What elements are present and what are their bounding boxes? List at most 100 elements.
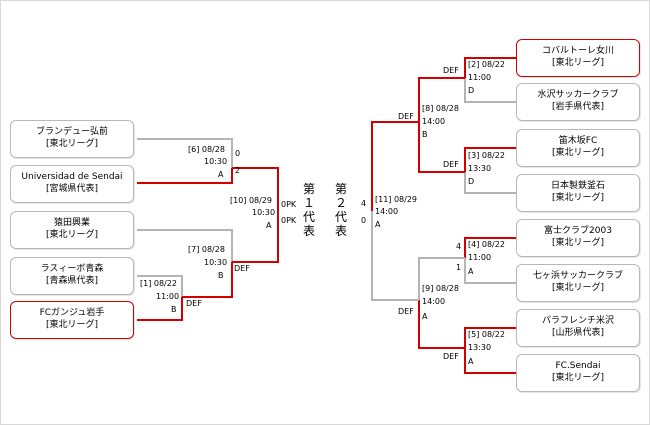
team-name: FCガンジュ岩手 <box>39 308 105 318</box>
match-9-time: 14:00 <box>422 297 446 306</box>
match-1-court: B <box>171 305 177 314</box>
team-right-2: 水沢サッカークラブ [岩手県代表] <box>516 83 640 121</box>
match-10-court: A <box>266 221 272 230</box>
line-m3-bottom <box>464 172 516 194</box>
team-right-3: 笛木坂FC [東北リーグ] <box>516 129 640 167</box>
match-5-court: A <box>468 357 474 366</box>
match-6-time: 10:30 <box>204 157 228 166</box>
line-m5-bottom <box>464 348 516 374</box>
match-6-score-top: 0 <box>235 149 241 158</box>
line-m2-top <box>464 57 516 78</box>
line-m8-bottom <box>418 122 465 173</box>
team-name: 七ヶ浜サッカークラブ <box>532 271 623 281</box>
match-7-info: [7] 08/28 <box>188 245 225 254</box>
match-11-info: [11] 08/29 <box>375 195 418 204</box>
team-name: ラスィーボ青森 <box>40 264 104 274</box>
team-league: [東北リーグ] <box>45 320 99 330</box>
match-9-info: [9] 08/28 <box>422 284 459 293</box>
team-left-2: Universidad de Sendai [宮城県代表] <box>10 165 134 203</box>
line-m9-bottom <box>418 300 465 349</box>
match-10-score-bottom: 0PK <box>281 216 297 225</box>
team-league: [山形県代表] <box>551 328 605 338</box>
match-10-info: [10] 08/29 <box>230 196 273 205</box>
line-m1-bottom <box>137 297 183 321</box>
match-8-court: B <box>422 130 428 139</box>
line-m1-top <box>137 275 183 297</box>
match-5-info: [5] 08/22 <box>468 330 505 339</box>
line-m7-bottom <box>182 262 233 298</box>
match-1-time: 11:00 <box>156 292 180 301</box>
team-name: コバルトーレ女川 <box>541 46 614 56</box>
line-m11-top <box>371 121 419 211</box>
line-m10-bottom <box>232 215 279 263</box>
team-league: [東北リーグ] <box>551 238 605 248</box>
match-7-court: B <box>218 271 224 280</box>
team-left-1: ブランデュー弘前 [東北リーグ] <box>10 120 134 158</box>
team-name: 笛木坂FC <box>558 136 598 146</box>
match-2-time: 11:00 <box>468 73 492 82</box>
match-9-note: DEF <box>398 307 414 316</box>
match-3-note: DEF <box>443 160 459 169</box>
match-11-score-top: 4 <box>361 199 367 208</box>
line-m4-bottom <box>464 258 516 284</box>
match-8-note: DEF <box>398 112 414 121</box>
team-league: [岩手県代表] <box>551 102 605 112</box>
team-left-4: ラスィーボ青森 [青森県代表] <box>10 257 134 295</box>
team-right-1: コバルトーレ女川 [東北リーグ] <box>516 39 640 77</box>
team-league: [宮城県代表] <box>45 184 99 194</box>
team-left-3: 猿田興業 [東北リーグ] <box>10 211 134 249</box>
line-m6-top <box>137 138 233 168</box>
match-2-info: [2] 08/22 <box>468 60 505 69</box>
team-name: FC.Sendai <box>555 361 601 371</box>
team-name: 富士クラブ2003 <box>544 226 612 236</box>
line-m2-bottom <box>464 78 516 103</box>
match-9-court: A <box>422 312 428 321</box>
match-7-time: 10:30 <box>204 258 228 267</box>
match-3-info: [3] 08/22 <box>468 151 505 160</box>
match-8-info: [8] 08/28 <box>422 104 459 113</box>
line-m6-bottom <box>137 168 233 184</box>
match-8-time: 14:00 <box>422 117 446 126</box>
line-m7-top <box>137 229 233 262</box>
team-league: [東北リーグ] <box>551 373 605 383</box>
team-league: [東北リーグ] <box>551 58 605 68</box>
match-10-score-top: 0PK <box>281 200 297 209</box>
match-1-info: [1] 08/22 <box>140 279 177 288</box>
team-name: Universidad de Sendai <box>21 172 123 182</box>
team-left-5: FCガンジュ岩手 [東北リーグ] <box>10 301 134 339</box>
match-3-time: 13:30 <box>468 164 492 173</box>
team-name: ブランデュー弘前 <box>35 127 108 137</box>
team-league: [東北リーグ] <box>551 283 605 293</box>
line-m11-bottom <box>371 211 419 301</box>
match-4-time: 11:00 <box>468 253 492 262</box>
team-right-4: 日本製鉄釜石 [東北リーグ] <box>516 174 640 212</box>
match-4-info: [4] 08/22 <box>468 240 505 249</box>
match-2-note: DEF <box>443 66 459 75</box>
line-m4-top <box>464 237 516 258</box>
team-league: [東北リーグ] <box>551 193 605 203</box>
match-11-court: A <box>375 220 381 229</box>
team-name: 水沢サッカークラブ <box>537 90 619 100</box>
match-6-score-bottom: 2 <box>235 166 241 175</box>
line-m5-top <box>464 327 516 348</box>
line-m9-top <box>418 257 465 300</box>
match-3-court: D <box>468 177 475 186</box>
line-m8-top <box>418 77 465 122</box>
team-right-7: パラフレンチ米沢 [山形県代表] <box>516 309 640 347</box>
match-2-court: D <box>468 86 475 95</box>
team-name: 日本製鉄釜石 <box>550 181 605 191</box>
team-name: 猿田興業 <box>53 218 90 228</box>
line-m3-top <box>464 147 516 172</box>
team-league: [青森県代表] <box>45 276 99 286</box>
team-right-6: 七ヶ浜サッカークラブ [東北リーグ] <box>516 264 640 302</box>
team-league: [東北リーグ] <box>45 139 99 149</box>
match-6-court: A <box>218 170 224 179</box>
match-11-time: 14:00 <box>375 207 399 216</box>
match-11-score-bottom: 0 <box>361 216 367 225</box>
team-name: パラフレンチ米沢 <box>541 316 614 326</box>
match-1-note: DEF <box>186 299 202 308</box>
match-7-note: DEF <box>234 264 250 273</box>
match-4-court: A <box>468 267 474 276</box>
